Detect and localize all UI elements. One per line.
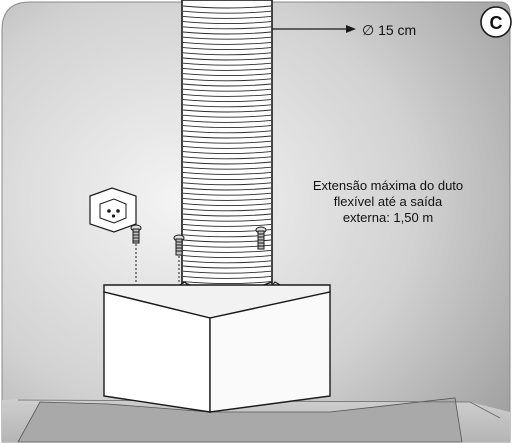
duct-rib	[182, 275, 272, 279]
duct-rib	[182, 52, 272, 56]
screw-right-icon	[255, 226, 267, 250]
duct-rib	[182, 10, 272, 14]
panel-badge: C	[480, 6, 512, 38]
duct-rib	[182, 5, 272, 9]
duct-rib	[182, 213, 272, 217]
screw-middle-icon	[173, 234, 185, 284]
panel-label: C	[490, 13, 503, 33]
duct-rib	[182, 21, 272, 25]
hood-right-face	[209, 291, 331, 413]
duct-rib	[182, 125, 272, 129]
duct-rib	[182, 145, 272, 149]
duct-rib	[182, 130, 272, 134]
duct-rib	[182, 156, 272, 160]
duct-rib	[182, 223, 272, 227]
duct-rib	[182, 197, 272, 201]
duct-rib	[182, 166, 272, 170]
duct-rib	[182, 104, 272, 108]
duct-rib	[182, 119, 272, 123]
floor-shadow	[17, 397, 463, 443]
duct-diameter-label: ∅ 15 cm	[362, 22, 416, 38]
duct-rib	[182, 109, 272, 113]
duct-rib	[182, 182, 272, 186]
duct-rib	[182, 31, 272, 35]
duct-rib	[182, 57, 272, 61]
duct-rib	[182, 171, 272, 175]
duct-rib	[182, 265, 272, 269]
duct-rib	[182, 26, 272, 30]
duct-rib	[182, 15, 272, 19]
duct-rib	[182, 140, 272, 144]
diameter-arrow	[272, 25, 356, 33]
duct-rib	[182, 203, 272, 207]
duct-rib	[182, 281, 272, 285]
duct-rib	[182, 93, 272, 97]
duct-rib	[182, 114, 272, 118]
duct-rib	[182, 78, 272, 82]
power-outlet-icon	[89, 187, 137, 233]
duct-rib	[182, 47, 272, 51]
note-line-3: externa: 1,50 m	[343, 210, 433, 225]
duct-rib	[182, 41, 272, 45]
duct-rib	[182, 88, 272, 92]
duct-rib	[182, 255, 272, 259]
duct-rib	[182, 161, 272, 165]
duct-rib	[182, 83, 272, 87]
duct-rib	[182, 36, 272, 40]
duct-rib	[182, 99, 272, 103]
duct-rib	[182, 73, 272, 77]
duct-rib	[182, 192, 272, 196]
duct-rib	[182, 260, 272, 264]
duct-rib	[182, 67, 272, 71]
duct-rib	[182, 270, 272, 274]
duct-rib	[182, 249, 272, 253]
duct-rib	[182, 135, 272, 139]
duct-rib	[182, 187, 272, 191]
duct-length-note: Extensão máxima do duto flexível até a s…	[313, 178, 463, 225]
screw-left-icon	[130, 224, 142, 282]
duct-rib	[182, 177, 272, 181]
note-line-2: flexível até a saída	[334, 194, 443, 209]
note-line-1: Extensão máxima do duto	[313, 178, 463, 193]
duct-rib	[182, 62, 272, 66]
duct-rib	[182, 151, 272, 155]
duct-rib	[182, 208, 272, 212]
duct-rib	[182, 218, 272, 222]
